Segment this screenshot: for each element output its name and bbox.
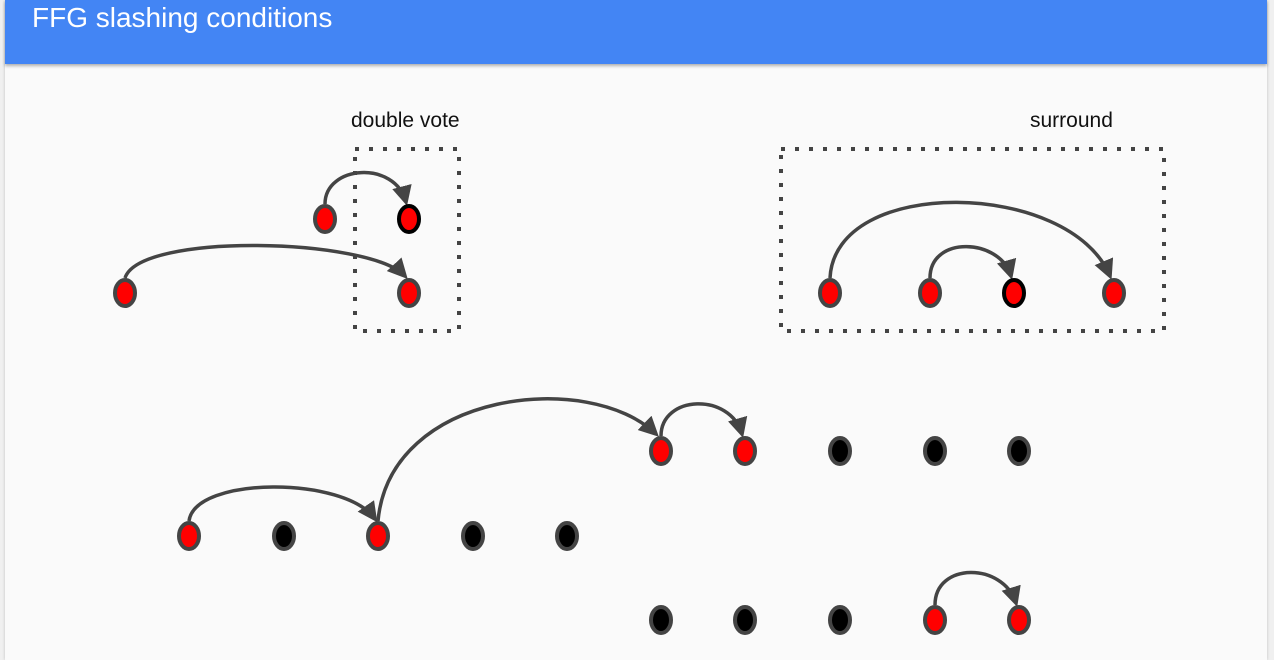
justified-node: [113, 278, 137, 308]
justified-node: [649, 436, 673, 466]
justified-node: [1102, 278, 1126, 308]
arrow: [123, 243, 408, 279]
block-node: [733, 605, 757, 635]
slashed-node: [397, 204, 421, 234]
double-vote-label: double vote: [351, 109, 460, 132]
arrow: [933, 570, 1021, 607]
arrow: [659, 402, 748, 438]
block-node: [828, 436, 852, 466]
surround-label: surround: [1030, 109, 1113, 132]
header-bar: FFG slashing conditions: [5, 0, 1267, 64]
arrow: [828, 200, 1114, 280]
justified-node: [918, 278, 942, 308]
justified-node: [923, 605, 947, 635]
surround-box: [779, 147, 1166, 333]
block-node: [649, 605, 673, 635]
double-vote-box: [353, 147, 461, 333]
block-node: [272, 521, 296, 551]
arrow: [323, 170, 412, 206]
block-node: [828, 605, 852, 635]
block-node: [923, 436, 947, 466]
arrow: [928, 245, 1017, 280]
arrow: [376, 397, 659, 522]
arrow: [187, 485, 378, 523]
justified-node: [397, 278, 421, 308]
slide-title: FFG slashing conditions: [32, 2, 333, 33]
block-node: [1007, 436, 1031, 466]
justified-node: [313, 204, 337, 234]
justified-node: [818, 278, 842, 308]
block-node: [461, 521, 485, 551]
slashed-node: [1002, 278, 1026, 308]
justified-node: [366, 521, 390, 551]
justified-node: [733, 436, 757, 466]
justified-node: [177, 521, 201, 551]
justified-node: [1007, 605, 1031, 635]
block-node: [555, 521, 579, 551]
